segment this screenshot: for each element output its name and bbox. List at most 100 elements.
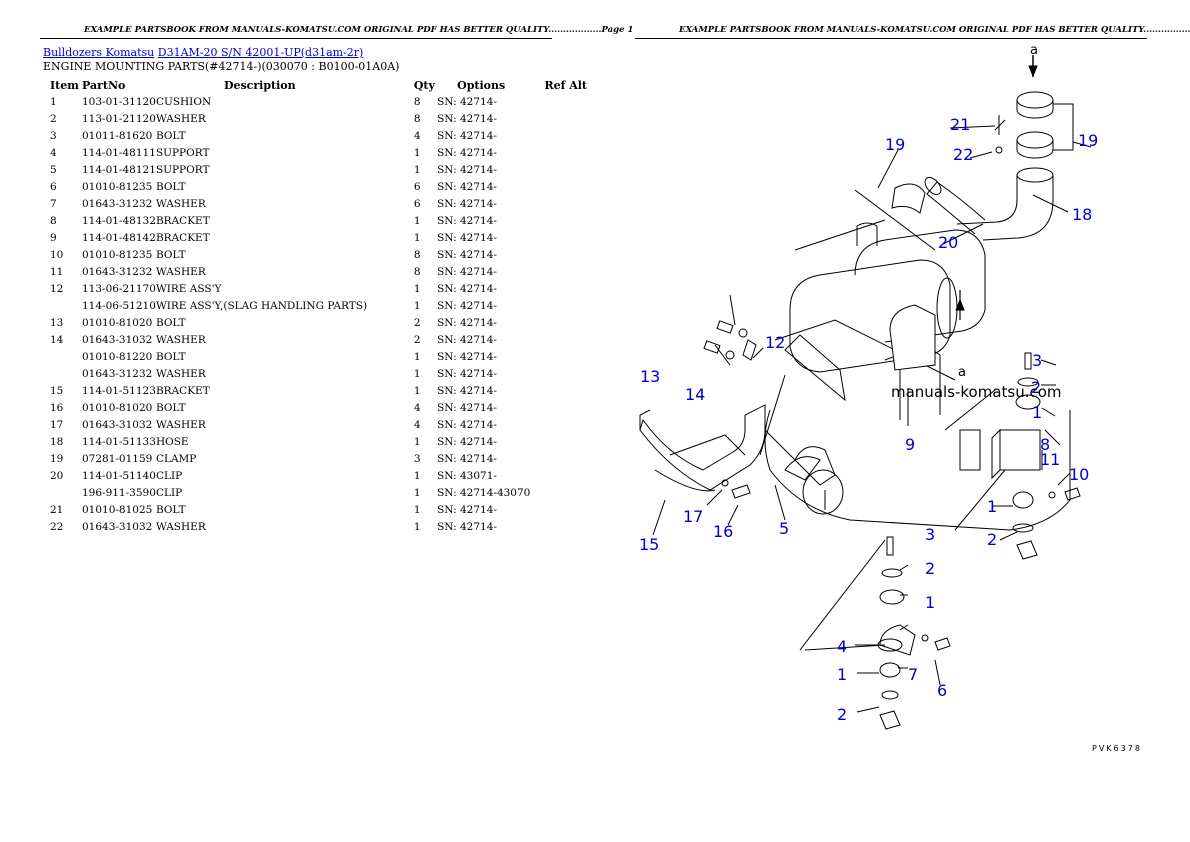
cell-options: SN: 42714- xyxy=(437,350,497,363)
cell-description: SUPPORT xyxy=(155,146,210,159)
cell-item: 22 xyxy=(50,520,64,533)
cell-item xyxy=(45,484,82,501)
cell-description: CLAMP xyxy=(155,452,197,465)
cell-partno: 01011-81620 xyxy=(81,129,153,142)
cell-description: WASHER xyxy=(155,112,206,125)
cell-item: 19 xyxy=(50,452,64,465)
cell-options: SN: 42714- xyxy=(437,129,497,142)
cell-item: 14 xyxy=(50,333,64,346)
breadcrumb-link-model[interactable]: D31AM-20 S/N 42001-UP(d31am-2r) xyxy=(157,46,364,59)
cell-description: CLIP xyxy=(155,469,183,482)
cell-partno: 01010-81020 xyxy=(81,316,153,329)
cell-qty: 3 xyxy=(413,452,421,465)
cell-qty: 8 xyxy=(413,95,421,108)
callout-number: 2 xyxy=(1031,378,1041,397)
cell-qty: 1 xyxy=(413,435,421,448)
cell-options: SN: 42714- xyxy=(437,282,497,295)
breadcrumb: Bulldozers Komatsu D31AM-20 S/N 42001-UP… xyxy=(43,46,363,59)
cell-qty: 6 xyxy=(413,197,421,210)
cell-refalt xyxy=(545,229,595,246)
cell-item: 10 xyxy=(50,248,64,261)
callout-number: 2 xyxy=(837,705,847,724)
exploded-parts-diagram: a a 192122191820121314321981110121716155… xyxy=(639,43,1098,730)
cell-description: WIRE ASS'Y,(SLAG HANDLING PARTS) xyxy=(155,299,368,312)
cell-description: BOLT xyxy=(155,401,186,414)
cell-refalt xyxy=(545,297,595,314)
header-divider xyxy=(635,38,1147,39)
cell-item: 2 xyxy=(50,112,57,125)
cell-item: 4 xyxy=(50,146,57,159)
cell-refalt xyxy=(545,93,595,110)
parts-table: Item PartNo Description Qty Options Ref … xyxy=(45,77,595,535)
cell-qty: 2 xyxy=(413,316,421,329)
cell-description: BOLT xyxy=(155,180,186,193)
cell-description: BOLT xyxy=(155,248,186,261)
callout-number: 22 xyxy=(953,145,973,164)
cell-item xyxy=(45,348,82,365)
cell-qty: 1 xyxy=(413,163,421,176)
cell-qty: 4 xyxy=(413,401,421,414)
cell-options: SN: 42714- xyxy=(437,112,497,125)
cell-description: WASHER xyxy=(155,520,206,533)
fastener-drawings xyxy=(703,119,1081,730)
cell-refalt xyxy=(545,195,595,212)
cell-description: CLIP xyxy=(155,486,183,499)
cell-description: WIRE ASS'Y xyxy=(155,282,222,295)
cell-partno: 114-01-48121 xyxy=(81,163,156,176)
cell-description: BRACKET xyxy=(155,231,210,244)
col-header-item: Item xyxy=(50,78,79,92)
cell-refalt xyxy=(545,280,595,297)
cell-item: 17 xyxy=(50,418,64,431)
cell-qty: 1 xyxy=(413,384,421,397)
callout-number: 21 xyxy=(950,115,970,134)
cell-partno: 114-01-48111 xyxy=(81,146,156,159)
callout-number: 16 xyxy=(713,522,733,541)
cell-description: BOLT xyxy=(155,316,186,329)
cell-description: BRACKET xyxy=(155,214,210,227)
cell-refalt xyxy=(545,518,595,535)
cell-partno: 114-01-51140 xyxy=(81,469,156,482)
breadcrumb-link-bulldozers[interactable]: Bulldozers Komatsu xyxy=(43,46,155,59)
cell-refalt xyxy=(545,246,595,263)
cell-item: 6 xyxy=(50,180,57,193)
cell-item xyxy=(45,297,82,314)
callout-number: 3 xyxy=(925,525,935,544)
header-divider xyxy=(40,38,552,39)
cell-qty: 1 xyxy=(413,214,421,227)
cell-options: SN: 42714- xyxy=(437,248,497,261)
cell-qty: 8 xyxy=(413,112,421,125)
cell-options: SN: 42714- xyxy=(437,384,497,397)
cell-options: SN: 42714- xyxy=(437,95,497,108)
callout-number: 1 xyxy=(925,593,935,612)
cell-item: 11 xyxy=(50,265,64,278)
callout-number: 1 xyxy=(1032,403,1042,422)
cell-options: SN: 42714- xyxy=(437,231,497,244)
cell-options: SN: 42714- xyxy=(437,401,497,414)
cell-qty: 6 xyxy=(413,180,421,193)
cell-refalt xyxy=(545,467,595,484)
cell-refalt xyxy=(545,399,595,416)
cell-description: WASHER xyxy=(155,367,206,380)
cell-options: SN: 42714- xyxy=(437,333,497,346)
callout-number: 8 xyxy=(1040,435,1050,454)
cell-item: 1 xyxy=(50,95,57,108)
cell-refalt xyxy=(545,433,595,450)
cell-refalt xyxy=(545,178,595,195)
cell-partno: 114-06-51210 xyxy=(81,299,156,312)
cell-refalt xyxy=(545,314,595,331)
col-header-options: Options xyxy=(457,78,506,92)
cell-options: SN: 42714- xyxy=(437,214,497,227)
cell-description: BOLT xyxy=(155,503,186,516)
